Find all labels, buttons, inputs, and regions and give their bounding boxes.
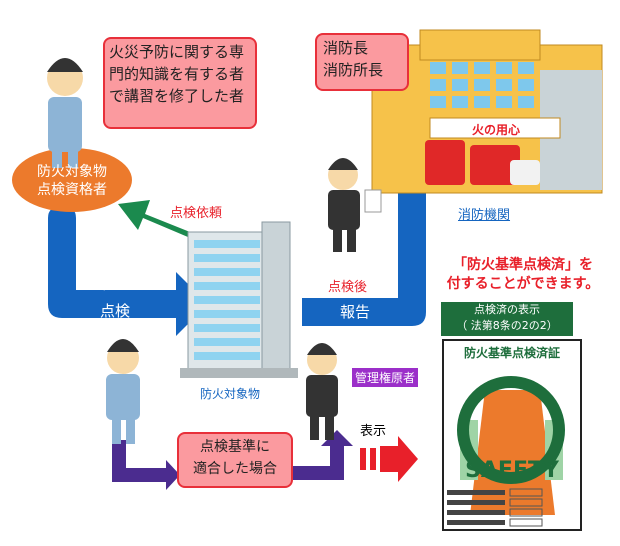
station-window xyxy=(474,62,490,74)
fire-chief-box: 消防長消防所長 xyxy=(315,33,409,91)
building-window-row xyxy=(194,296,260,304)
after-inspection-label: 点検後 xyxy=(328,280,368,295)
building-window-row xyxy=(194,282,260,290)
station-window xyxy=(518,79,534,91)
station-window xyxy=(452,96,468,108)
purple-arrow-right xyxy=(292,430,353,480)
inspector-label-line2: 点検資格者 xyxy=(37,182,107,198)
station-window xyxy=(496,96,512,108)
station-window xyxy=(452,62,468,74)
station-window xyxy=(430,96,446,108)
compliance-line2: 適合した場合 xyxy=(193,461,277,477)
station-window xyxy=(496,79,512,91)
building-window-row xyxy=(194,338,260,346)
fire-station-illustration xyxy=(371,29,603,194)
red-arrow-display xyxy=(360,436,418,482)
purple-arrow-left xyxy=(112,440,180,490)
inspector-person-bottom xyxy=(106,339,140,444)
display-label: 表示 xyxy=(360,424,387,439)
inspection-label: 点検 xyxy=(100,302,131,320)
fire-agency-label: 消防機関 xyxy=(458,208,511,223)
station-window xyxy=(430,79,446,91)
mark-header-law: （ 法第8条の2の2） xyxy=(456,319,558,332)
station-window xyxy=(452,79,468,91)
mark-header: 点検済の表示 （ 法第8条の2の2） xyxy=(441,302,573,336)
station-window xyxy=(430,62,446,74)
station-window xyxy=(518,62,534,74)
station-window xyxy=(474,79,490,91)
notice-line2: 付することができます。 xyxy=(446,276,600,292)
notice-line1: 「防火基準点検済」を xyxy=(453,257,593,273)
station-window xyxy=(474,96,490,108)
qualification-box: 火災予防に関する専門的知識を有する者で講習を修了した者 xyxy=(103,37,257,129)
green-arrow-request xyxy=(118,200,200,240)
certificate-title: 防火基準点検済証 xyxy=(463,346,560,360)
building-label: 防火対象物 xyxy=(200,387,261,401)
building-window-row xyxy=(194,310,260,318)
request-label: 点検依頼 xyxy=(170,206,223,221)
building-window-row xyxy=(194,268,260,276)
blue-arrow-inspection xyxy=(48,206,208,336)
inspector-label-line1: 防火対象物 xyxy=(37,164,107,180)
building-window-row xyxy=(194,254,260,262)
report-label: 報告 xyxy=(340,303,371,321)
safety-ring xyxy=(457,376,565,484)
building-window-row xyxy=(194,352,260,360)
building-window-row xyxy=(194,324,260,332)
manager-person xyxy=(306,343,338,440)
annual-label: 1年ごと xyxy=(90,278,134,292)
inspector-person-top xyxy=(47,58,83,168)
reporter-person xyxy=(328,158,382,252)
fire-station-chief: 消防所長 xyxy=(323,61,384,79)
station-window xyxy=(496,62,512,74)
safety-text: SAFETY xyxy=(465,458,559,483)
manager-label: 管理権原者 xyxy=(352,368,419,387)
station-window xyxy=(518,96,534,108)
fire-chief: 消防長 xyxy=(323,39,369,57)
compliance-box: 点検基準に適合した場合 xyxy=(177,432,293,488)
fire-station-sign: 火の用心 xyxy=(471,123,520,137)
inspector-ellipse xyxy=(12,148,132,212)
mark-header-title: 点検済の表示 xyxy=(474,303,540,316)
notice-text: 「防火基準点検済」を付することができます。 xyxy=(428,256,618,294)
inspector-label: 防火対象物点検資格者 xyxy=(20,163,124,199)
building-window-row xyxy=(194,240,260,248)
compliance-line1: 点検基準に xyxy=(200,439,270,455)
